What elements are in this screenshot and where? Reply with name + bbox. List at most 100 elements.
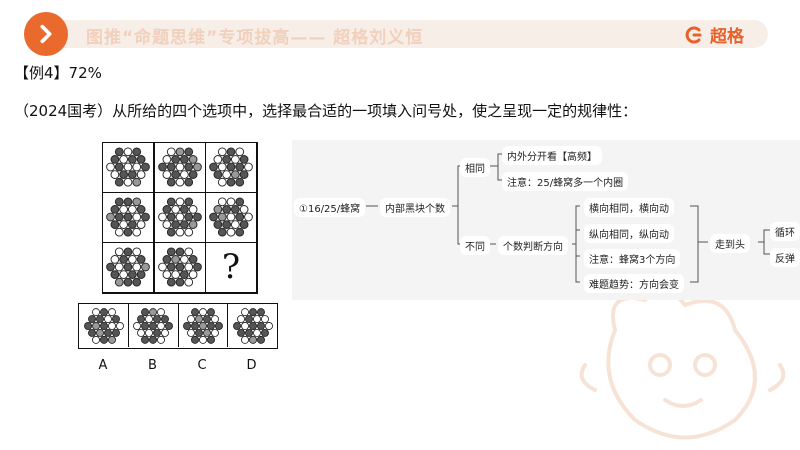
honeycomb-cell [107,335,116,344]
mindmap-branch: 内部黑块个数 [380,198,450,217]
mindmap-end: 走到头 [710,234,750,253]
honeycomb-cell [240,335,249,344]
honeycomb-cell [119,205,129,215]
honeycomb-cell [244,212,253,222]
honeycomb-cell [166,197,176,207]
honeycomb-cell [198,307,207,316]
honeycomb-cell [188,270,197,280]
honeycomb-cell [183,247,193,257]
honeycomb-cell [214,321,223,330]
option-b[interactable] [129,304,179,347]
honeycomb-cell [107,307,116,316]
honeycomb-cell [110,270,120,280]
honeycomb-cell [157,162,167,172]
honeycomb-cell [136,255,146,265]
honeycomb-cell [226,162,236,172]
honeycomb-cell [119,270,129,280]
honeycomb-cell [91,321,100,330]
course-title: 图推“命题思维”专项拔高—— 超格刘义恒 [86,28,424,48]
honeycomb-cell [210,328,219,337]
honeycomb-cell [136,205,146,215]
honeycomb-cell [190,307,199,316]
honeycomb-cell [248,321,257,330]
honeycomb-cell [156,307,165,316]
honeycomb-cell [149,321,157,330]
honeycomb-cell [209,212,218,222]
honeycomb-cell [127,205,137,215]
grid-cell [205,192,257,243]
honeycomb-cell [256,307,265,316]
honeycomb-cell [217,228,227,237]
honeycomb-figure [106,197,150,237]
next-button[interactable] [24,12,68,56]
option-d[interactable] [228,304,278,347]
honeycomb-cell [175,197,184,207]
honeycomb-cell [156,321,165,330]
honeycomb-cell [232,321,241,330]
honeycomb-cell [119,155,129,165]
option-c[interactable] [178,304,228,347]
honeycomb-figure [106,147,150,187]
honeycomb-cell [175,178,184,187]
honeycomb-cell [127,170,137,180]
honeycomb-figure [83,307,124,344]
honeycomb-cell [230,170,240,180]
mindmap-diff: 不同 [460,236,490,255]
honeycomb-cell [160,328,169,337]
option-a[interactable] [79,304,129,347]
honeycomb-cell [111,314,120,323]
honeycomb-cell [115,321,124,330]
honeycomb-cell [213,155,223,165]
honeycomb-cell [186,314,195,323]
honeycomb-cell [192,262,202,272]
honeycomb-cell [141,262,150,272]
honeycomb-cell [192,162,202,172]
honeycomb-cell [213,205,223,215]
honeycomb-cell [111,328,120,337]
honeycomb-cell [206,321,215,330]
honeycomb-cell [127,155,137,165]
honeycomb-cell [239,205,249,215]
honeycomb-cell [149,335,157,344]
honeycomb-cell [166,228,176,237]
honeycomb-cell [230,155,240,165]
honeycomb-cell [141,321,150,330]
honeycomb-cell [182,321,191,330]
honeycomb-cell [264,321,273,330]
honeycomb-cell [87,328,96,337]
honeycomb-cell [260,314,269,323]
honeycomb-cell [160,314,169,323]
honeycomb-cell [175,147,184,157]
option-label: C [197,358,207,373]
honeycomb-cell [190,335,199,344]
honeycomb-cell [252,314,261,323]
honeycomb-cell [183,212,193,222]
mindmap-diff-item: 注意：蜂窝3个方向 [584,249,681,268]
honeycomb-cell [110,220,120,230]
honeycomb-cell [217,178,227,187]
honeycomb-cell [183,178,193,187]
honeycomb-cell [132,197,142,207]
honeycomb-cell [132,278,142,287]
honeycomb-cell [235,212,245,222]
honeycomb-cell [123,178,133,187]
honeycomb-cell [252,328,261,337]
mindmap-diff-item: 难题趋势：方向会变 [584,274,684,293]
honeycomb-cell [119,170,129,180]
honeycomb-cell [244,162,253,172]
honeycomb-cell [206,307,215,316]
honeycomb-cell [166,262,176,272]
honeycomb-cell [119,220,129,230]
honeycomb-cell [162,205,171,215]
honeycomb-cell [244,314,253,323]
honeycomb-cell [210,314,219,323]
honeycomb-cell [179,170,189,180]
option-label: B [148,358,157,373]
honeycomb-cell [256,321,265,330]
honeycomb-cell [123,212,133,222]
honeycomb-cell [99,321,108,330]
honeycomb-cell [103,314,112,323]
honeycomb-cell [175,262,184,272]
honeycomb-cell [230,205,240,215]
